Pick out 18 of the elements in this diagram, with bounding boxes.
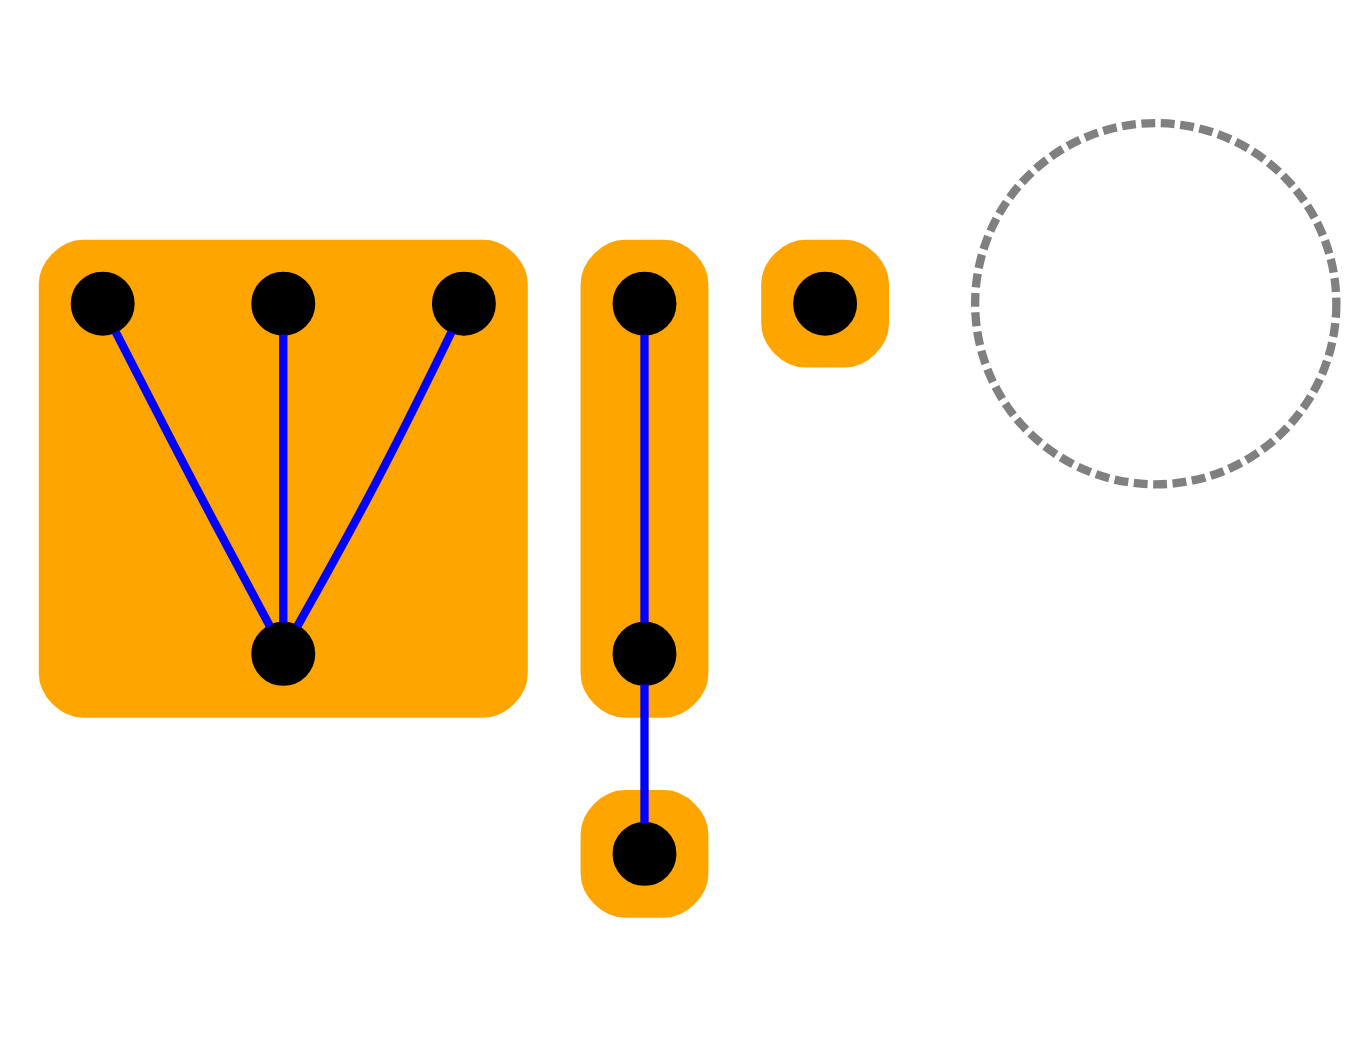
connector — [640, 333, 649, 622]
connector — [279, 333, 288, 622]
node-circle — [612, 620, 677, 685]
node-circle — [612, 270, 677, 335]
cluster — [761, 238, 889, 367]
node-circle — [70, 270, 135, 335]
node-circle — [793, 270, 858, 335]
node-circle — [251, 270, 316, 335]
cluster — [580, 788, 709, 917]
node-circle — [431, 270, 496, 335]
cluster — [38, 238, 528, 717]
node-circle — [251, 620, 316, 685]
node-circle — [970, 117, 1341, 488]
connector — [640, 683, 649, 823]
cluster — [580, 238, 709, 717]
connector — [111, 329, 274, 628]
connector — [293, 329, 456, 628]
node-circle — [612, 820, 677, 885]
